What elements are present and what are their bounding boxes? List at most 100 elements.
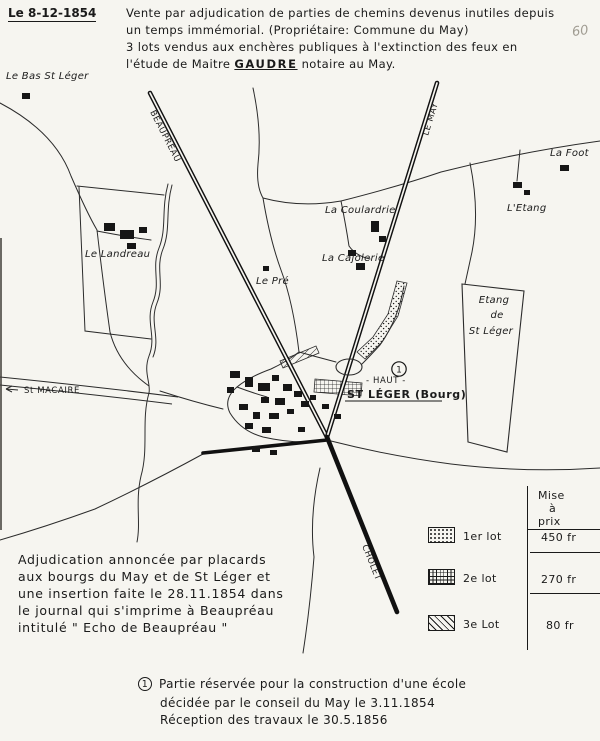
label-st-macaire: St MACAIRE xyxy=(24,386,80,396)
building xyxy=(139,227,147,233)
building xyxy=(371,221,379,232)
building xyxy=(239,404,248,410)
building xyxy=(298,427,305,432)
building xyxy=(104,223,115,231)
stream-bank xyxy=(146,183,169,394)
building xyxy=(283,384,292,391)
legend-header-line: à xyxy=(549,502,557,515)
label-haut: - HAUT - xyxy=(366,376,406,386)
building xyxy=(322,404,329,409)
lot1-swatch xyxy=(428,527,455,543)
lot2-label: 2e lot xyxy=(463,572,497,585)
building xyxy=(310,395,316,400)
building xyxy=(513,182,522,188)
village-place-oval xyxy=(335,358,363,376)
footnote-line-2: décidée par le conseil du May le 3.11.18… xyxy=(160,696,436,710)
label-la-coulardrie: La Coulardrie xyxy=(325,205,396,216)
road xyxy=(516,149,521,182)
header-line-4: l'étude de Maitre GAUDRE notaire au May. xyxy=(126,57,396,71)
scan-edge-artifact xyxy=(0,238,2,530)
building xyxy=(269,413,279,419)
lot2-swatch xyxy=(428,569,455,585)
footnote-line-3: Réception des travaux le 30.5.1856 xyxy=(160,713,388,727)
west-arrow-icon xyxy=(5,385,19,393)
legend-header-line: prix xyxy=(538,515,561,528)
main-roads xyxy=(147,80,440,615)
lot1-label: 1er lot xyxy=(463,530,502,543)
header-line-1: Vente par adjudication de parties de che… xyxy=(126,6,555,20)
building xyxy=(252,446,260,452)
road xyxy=(252,87,600,205)
building xyxy=(261,397,269,403)
legend-rule xyxy=(530,552,600,553)
stream xyxy=(136,183,405,543)
lot3-swatch xyxy=(428,615,455,631)
building xyxy=(253,412,260,419)
legend-header-line: Mise xyxy=(538,489,565,502)
lot3-label: 3e Lot xyxy=(463,618,500,631)
lot2-price: 270 fr xyxy=(541,573,577,586)
header-text: notaire au May. xyxy=(297,57,396,71)
map-labels: Le Bas St Léger La Foot La Coulardrie L'… xyxy=(6,70,590,582)
lot1-area xyxy=(356,280,408,360)
footnote-text: Partie réservée pour la construction d'u… xyxy=(159,677,467,691)
announcement-line: le journal qui s'imprime à Beaupréau xyxy=(18,603,275,618)
label-etang-line2: de xyxy=(490,310,503,321)
legend-rule xyxy=(530,593,600,594)
st-macaire-road xyxy=(0,376,179,405)
bold-road-southwest xyxy=(201,438,329,455)
building xyxy=(22,93,30,99)
label-le-bas-st-leger: Le Bas St Léger xyxy=(6,70,89,82)
legend-rule xyxy=(527,529,600,531)
marker-1-circle xyxy=(391,361,407,377)
building xyxy=(524,190,530,195)
road xyxy=(236,386,268,398)
announcement-line: aux bourgs du May et de St Léger et xyxy=(18,569,271,584)
label-la-foot: La Foot xyxy=(550,148,590,159)
notary-name: GAUDRE xyxy=(234,57,298,71)
pond-outline xyxy=(461,283,525,453)
road xyxy=(302,467,321,654)
corner-pencil-mark: 60 xyxy=(571,22,590,41)
lot3-price: 80 fr xyxy=(546,619,574,632)
label-etang-line3: St Léger xyxy=(469,325,514,337)
building xyxy=(127,243,136,249)
label-l-etang: L'Etang xyxy=(507,203,546,214)
buildings xyxy=(22,93,569,455)
road xyxy=(330,440,600,471)
building xyxy=(227,387,234,393)
building xyxy=(120,230,134,239)
building xyxy=(560,165,569,171)
building xyxy=(301,401,309,407)
road xyxy=(340,200,371,260)
label-etang-line1: Etang xyxy=(479,295,510,306)
legend-divider xyxy=(527,486,529,650)
building xyxy=(270,450,277,455)
legend-header: Mise à prix xyxy=(538,489,565,528)
building xyxy=(245,377,253,387)
lot1-price: 450 fr xyxy=(541,531,577,544)
building xyxy=(348,250,356,256)
road-edge xyxy=(0,384,173,405)
header-text: l'étude de Maitre xyxy=(126,57,235,71)
stream-lower xyxy=(136,392,150,543)
road xyxy=(0,453,204,541)
road-edge xyxy=(0,376,179,398)
road xyxy=(262,197,300,353)
building xyxy=(287,409,294,414)
building xyxy=(379,236,386,242)
announcement-line: une insertion faite le 28.11.1854 dans xyxy=(18,586,284,601)
road-to-beaupreau-center xyxy=(149,92,328,438)
building xyxy=(294,391,302,397)
building xyxy=(263,266,269,271)
header-line-2: un temps immémorial. (Propriétaire: Comm… xyxy=(126,23,469,37)
building xyxy=(334,414,341,419)
label-le-landreau: Le Landreau xyxy=(85,249,150,260)
document-date: Le 8-12-1854 xyxy=(8,6,97,22)
road xyxy=(159,390,224,410)
building xyxy=(356,263,365,270)
stream-bank xyxy=(152,184,173,358)
field-boundary xyxy=(78,186,152,340)
announcement: Adjudication annoncée par placards aux b… xyxy=(18,551,284,636)
